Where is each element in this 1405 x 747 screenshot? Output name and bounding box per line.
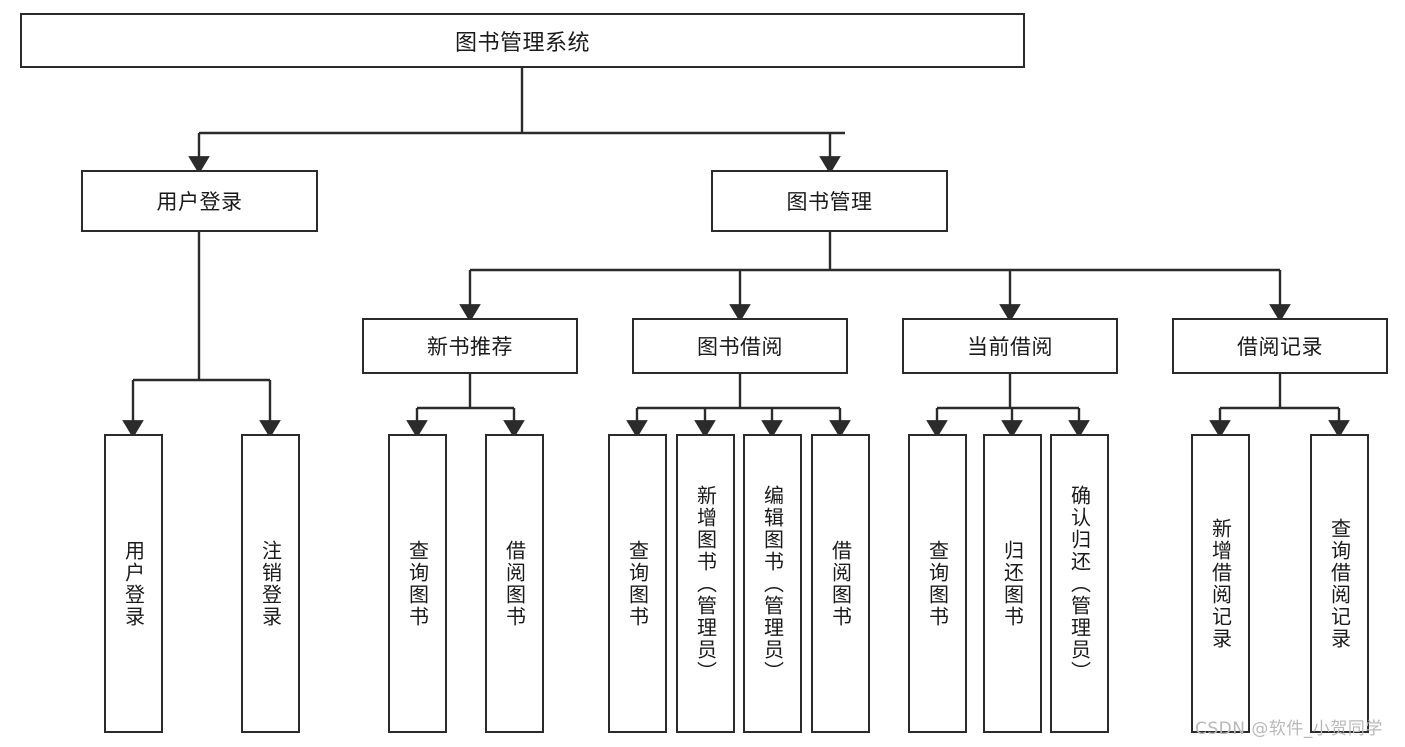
node-leaf-query-book-1-label: 查询图书 [405,539,430,628]
node-root-label: 图书管理系统 [454,30,590,56]
node-leaf-add-record-label: 新增借阅记录 [1208,517,1233,650]
node-user-login[interactable]: 用户登录 [81,170,318,232]
node-user-login-label: 用户登录 [156,190,243,214]
node-leaf-query-record[interactable]: 查询借阅记录 [1310,434,1369,733]
node-new-book-recommend-label: 新书推荐 [427,335,513,359]
node-book-management-label: 图书管理 [786,190,873,214]
node-leaf-return-book[interactable]: 归还图书 [983,434,1042,733]
node-leaf-add-record[interactable]: 新增借阅记录 [1191,434,1250,733]
node-leaf-logout[interactable]: 注销登录 [241,434,300,733]
node-leaf-query-book-2[interactable]: 查询图书 [608,434,667,733]
node-book-borrow[interactable]: 图书借阅 [632,318,848,374]
node-leaf-user-login[interactable]: 用户登录 [104,434,163,733]
node-leaf-borrow-book-1-label: 借阅图书 [502,539,527,628]
node-book-management[interactable]: 图书管理 [711,170,948,232]
node-current-borrow[interactable]: 当前借阅 [902,318,1118,374]
node-leaf-query-book-3-label: 查询图书 [925,539,950,628]
node-new-book-recommend[interactable]: 新书推荐 [362,318,578,374]
node-leaf-edit-book-label: 编辑图书（管理员） [760,484,785,683]
node-leaf-borrow-book-2[interactable]: 借阅图书 [811,434,870,733]
node-leaf-return-book-label: 归还图书 [1000,539,1025,628]
node-leaf-borrow-book-2-label: 借阅图书 [828,539,853,628]
node-leaf-add-book-label: 新增图书（管理员） [693,484,718,683]
node-borrow-record-label: 借阅记录 [1237,335,1323,359]
node-leaf-borrow-book-1[interactable]: 借阅图书 [485,434,544,733]
node-leaf-query-book-2-label: 查询图书 [625,539,650,628]
node-book-borrow-label: 图书借阅 [697,335,783,359]
node-root[interactable]: 图书管理系统 [20,13,1025,68]
node-leaf-query-book-3[interactable]: 查询图书 [908,434,967,733]
node-borrow-record[interactable]: 借阅记录 [1172,318,1388,374]
watermark: CSDN @软件_小贺同学 [1195,719,1383,739]
node-leaf-confirm-return[interactable]: 确认归还（管理员） [1050,434,1109,733]
node-leaf-query-book-1[interactable]: 查询图书 [388,434,447,733]
node-leaf-edit-book[interactable]: 编辑图书（管理员） [743,434,802,733]
node-current-borrow-label: 当前借阅 [967,335,1053,359]
node-leaf-query-record-label: 查询借阅记录 [1327,517,1352,650]
node-leaf-logout-label: 注销登录 [258,539,283,628]
node-leaf-add-book[interactable]: 新增图书（管理员） [676,434,735,733]
node-leaf-user-login-label: 用户登录 [121,539,146,628]
node-leaf-confirm-return-label: 确认归还（管理员） [1067,484,1092,683]
